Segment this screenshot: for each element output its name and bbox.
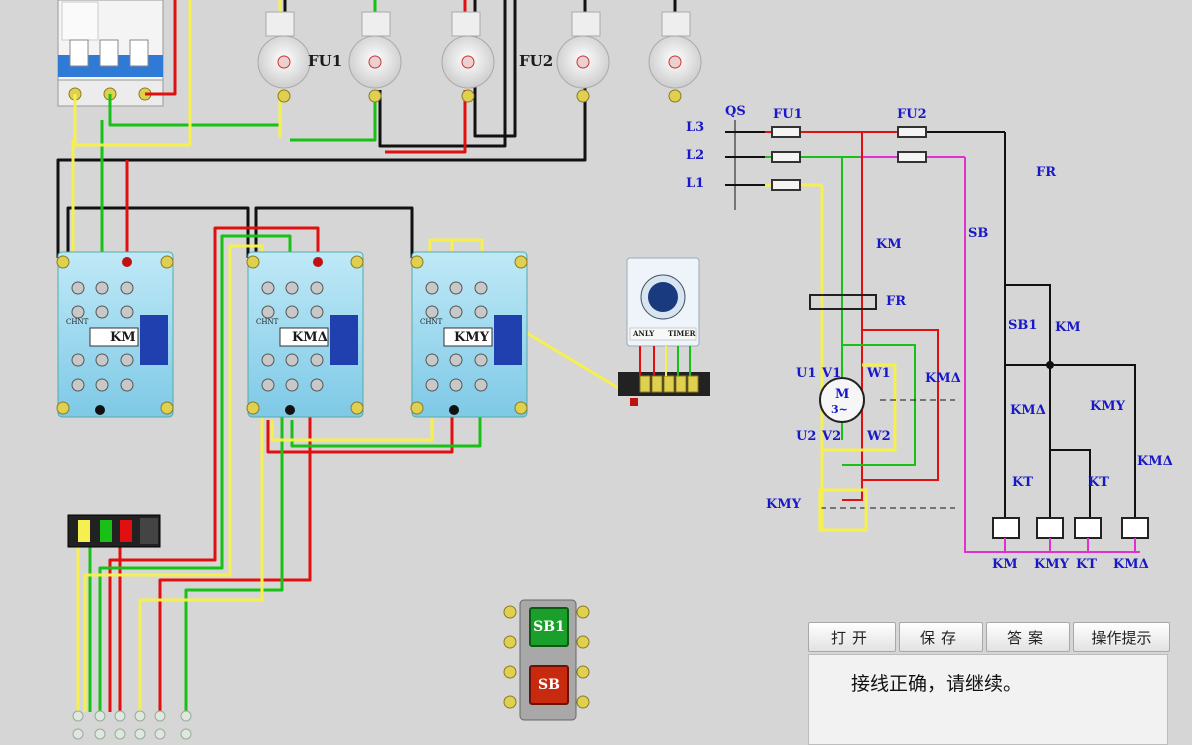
start-button[interactable]: SB1 (529, 607, 569, 647)
schem-coil-kt: KT (1076, 557, 1097, 572)
schem-km-main: KM (876, 237, 902, 252)
time-relay[interactable] (618, 257, 710, 406)
schem-sb: SB (968, 226, 989, 241)
schem-fu2: FU2 (897, 107, 927, 122)
schematic-diagram (725, 120, 1149, 553)
schem-u2: U2 (796, 429, 817, 444)
circuit-breaker[interactable] (57, 0, 164, 107)
schem-fr-coil: FR (1036, 165, 1057, 180)
schem-coil-km: KM (992, 557, 1018, 572)
schem-fr-main: FR (886, 294, 907, 309)
fuse-4[interactable] (556, 11, 610, 103)
timer-brand: ANLY (633, 329, 655, 338)
open-button[interactable]: 打开 (808, 622, 896, 652)
schem-kmy-nc: KMY (1090, 399, 1125, 414)
schem-kt-right: KT (1088, 475, 1109, 490)
fu2-label: FU2 (519, 52, 554, 70)
schem-fu1: FU1 (773, 107, 803, 122)
schem-kmy-main: KMY (766, 497, 801, 512)
contactor-kmy[interactable] (410, 251, 528, 418)
schem-w2: W2 (867, 429, 891, 444)
schem-motor: M (835, 387, 850, 402)
schem-kmd-nc: KMΔ (1010, 403, 1046, 418)
schem-coil-kmd: KMΔ (1113, 557, 1149, 572)
contactor-km[interactable] (56, 251, 174, 418)
schem-km-hold: KM (1055, 320, 1081, 335)
schem-kmd-aux: KMΔ (1137, 454, 1173, 469)
fuse-5[interactable] (648, 11, 702, 103)
kmy-contactor-label: KMY (454, 330, 489, 345)
contactor-kmd[interactable] (246, 251, 364, 418)
schem-motor-phase: 3~ (831, 403, 848, 416)
hint-button[interactable]: 操作提示 (1073, 622, 1170, 652)
answer-button[interactable]: 答案 (986, 622, 1070, 652)
schem-qs: QS (725, 104, 746, 119)
schem-u1: U1 (796, 366, 817, 381)
timer-model: TIMER (668, 329, 696, 338)
schem-l1: L1 (686, 176, 705, 191)
schem-sb1: SB1 (1008, 318, 1038, 333)
fu1-label: FU1 (308, 52, 343, 70)
kmy-brand: CHNT (420, 318, 443, 326)
schem-v1: V1 (822, 366, 842, 381)
schem-w1: W1 (867, 366, 891, 381)
schem-v2: V2 (822, 429, 842, 444)
kmd-contactor-label: KMΔ (292, 330, 328, 345)
thermal-relay[interactable] (67, 514, 161, 548)
fuse-3[interactable] (441, 11, 495, 103)
schem-km-delta: KMΔ (925, 371, 961, 386)
kmd-brand: CHNT (256, 318, 279, 326)
status-message: 接线正确，请继续。 (851, 673, 1023, 695)
stop-button-label: SB (538, 677, 560, 693)
fuse-1[interactable] (257, 11, 311, 103)
start-button-label: SB1 (533, 619, 565, 635)
control-panel: 打开 保存 答案 操作提示 接线正确，请继续。 (808, 622, 1170, 745)
km-contactor-label: KM (110, 330, 136, 345)
stop-button[interactable]: SB (529, 665, 569, 705)
schem-coil-kmy: KMY (1034, 557, 1069, 572)
save-button[interactable]: 保存 (899, 622, 983, 652)
fuse-2[interactable] (348, 11, 402, 103)
km-brand: CHNT (66, 318, 89, 326)
terminal-block (72, 710, 192, 740)
schem-l3: L3 (686, 120, 705, 135)
schem-l2: L2 (686, 148, 705, 163)
schem-kt-left: KT (1012, 475, 1033, 490)
status-box: 接线正确，请继续。 (808, 654, 1168, 745)
